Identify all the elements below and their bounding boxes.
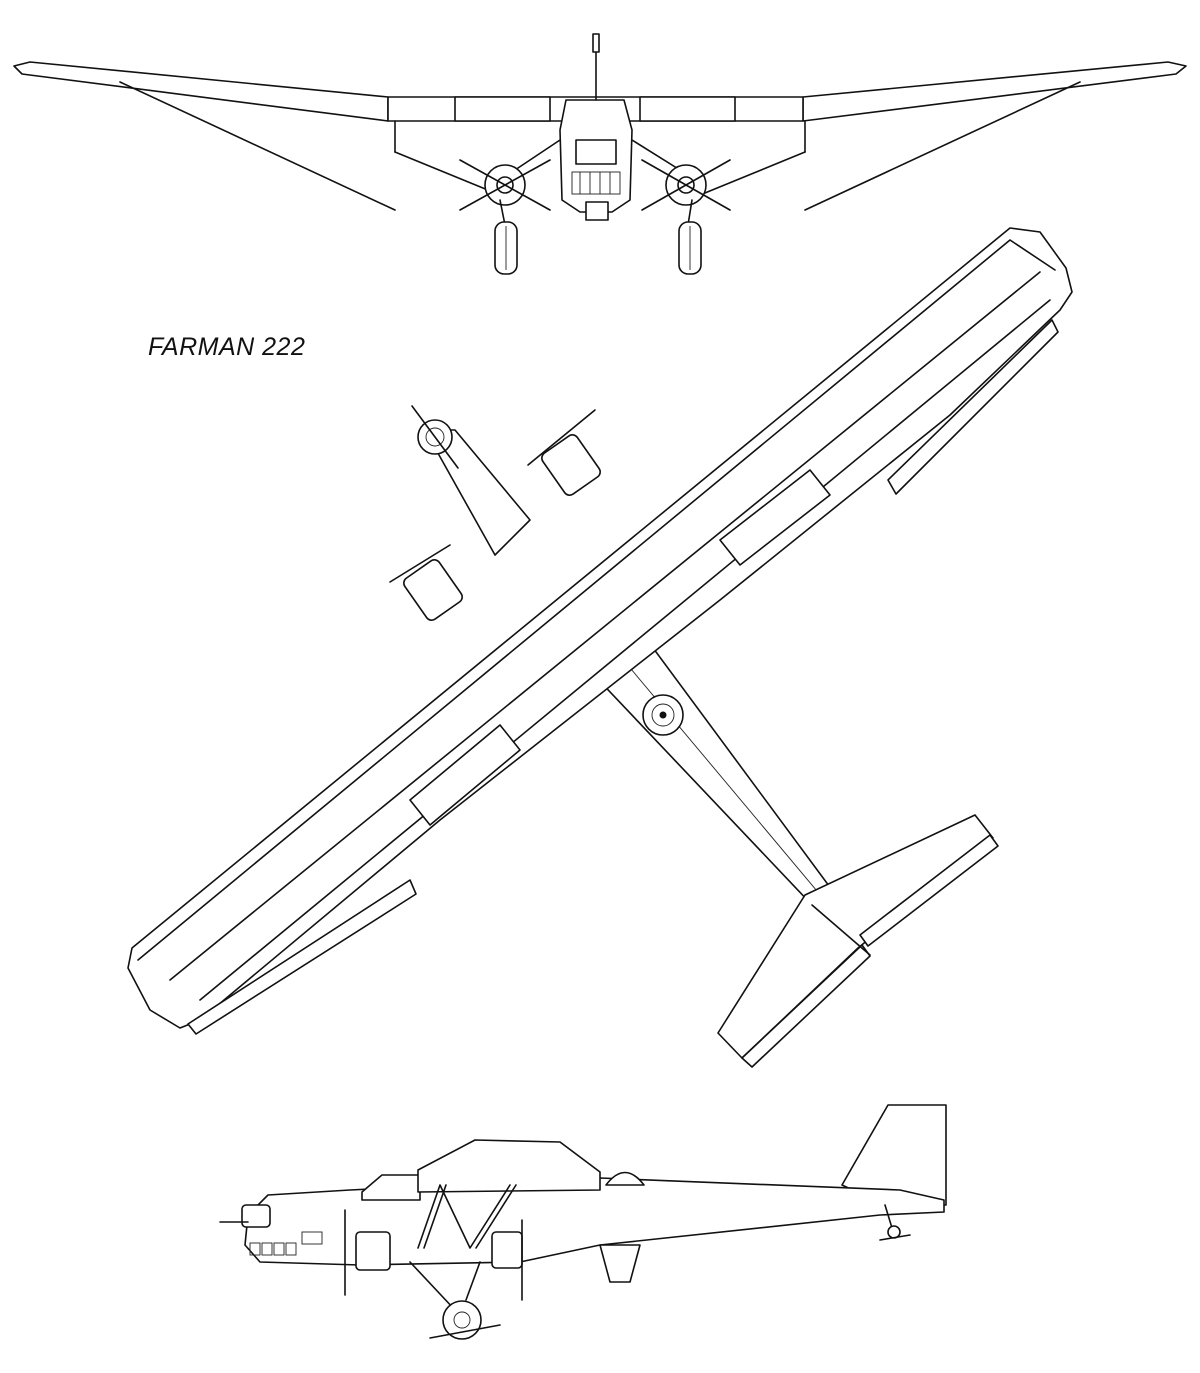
- plan-tailplane: [717, 814, 994, 1059]
- plan-right-engine: [541, 434, 601, 496]
- plan-left-aileron: [187, 879, 417, 1035]
- side-dorsal-turret: [605, 1171, 645, 1186]
- plan-view: [127, 227, 1073, 1068]
- side-cockpit: [361, 1174, 421, 1201]
- plan-main-wing: [127, 227, 1073, 1029]
- plan-right-aileron: [887, 319, 1059, 495]
- side-main-wheel: [442, 1300, 482, 1340]
- side-engine-left: [355, 1231, 391, 1271]
- side-engine-right: [491, 1231, 523, 1269]
- side-ventral-gondola: [599, 1244, 641, 1283]
- aircraft-title: FARMAN 222: [148, 333, 306, 361]
- front-view: [13, 33, 1187, 275]
- side-wing: [417, 1139, 601, 1193]
- side-fuselage: [244, 1177, 945, 1266]
- front-left-wing: [13, 61, 389, 122]
- side-view: [219, 1104, 947, 1340]
- front-right-wing: [802, 61, 1187, 122]
- plan-left-engine: [403, 559, 463, 621]
